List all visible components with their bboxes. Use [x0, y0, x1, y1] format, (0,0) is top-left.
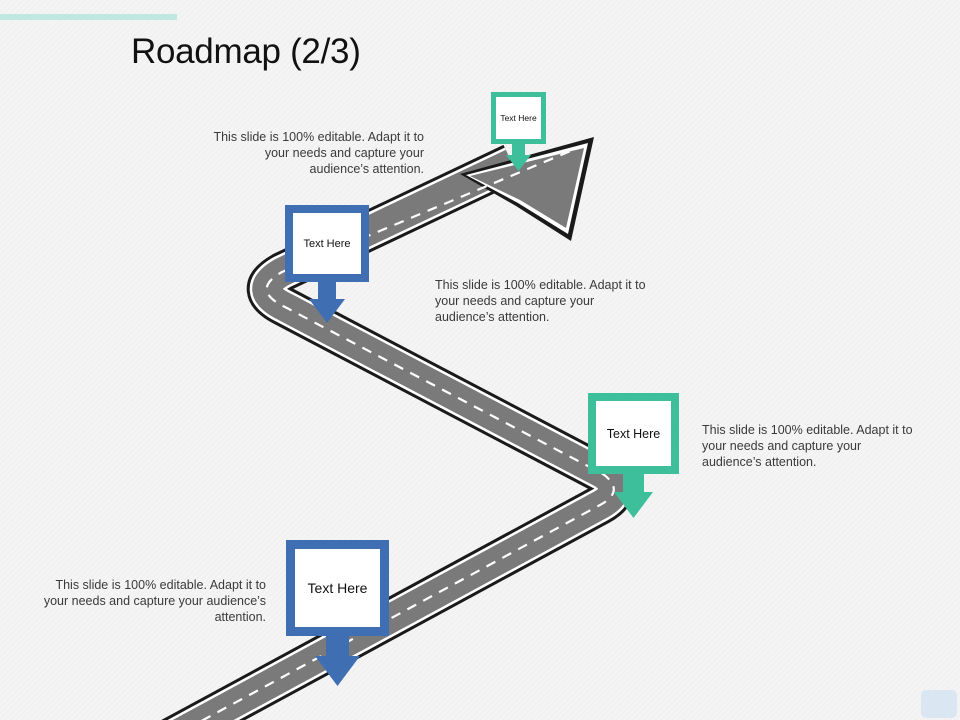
milestone-marker-2[interactable]: Text Here — [588, 393, 679, 520]
milestone-label-3: Text Here — [293, 213, 361, 274]
milestone-marker-4[interactable]: Text Here — [491, 92, 546, 172]
corner-tab[interactable] — [921, 690, 957, 718]
road-arrowhead-surface — [470, 148, 584, 228]
milestone-label-4: Text Here — [496, 97, 541, 139]
milestone-label-1: Text Here — [295, 549, 380, 627]
top-accent-bar — [0, 14, 177, 20]
milestone-description-3: This slide is 100% editable. Adapt it to… — [435, 278, 646, 324]
milestone-marker-3[interactable]: Text Here — [285, 205, 369, 325]
milestone-label-2: Text Here — [596, 401, 671, 466]
slide-title: Roadmap (2/3) — [131, 32, 361, 71]
milestone-description-1: This slide is 100% editable. Adapt it to… — [43, 578, 266, 624]
milestone-marker-1[interactable]: Text Here — [286, 540, 389, 688]
milestone-description-4: This slide is 100% editable. Adapt it to… — [213, 130, 424, 176]
milestone-description-2: This slide is 100% editable. Adapt it to… — [702, 423, 913, 469]
road-center-dashes — [200, 145, 615, 720]
